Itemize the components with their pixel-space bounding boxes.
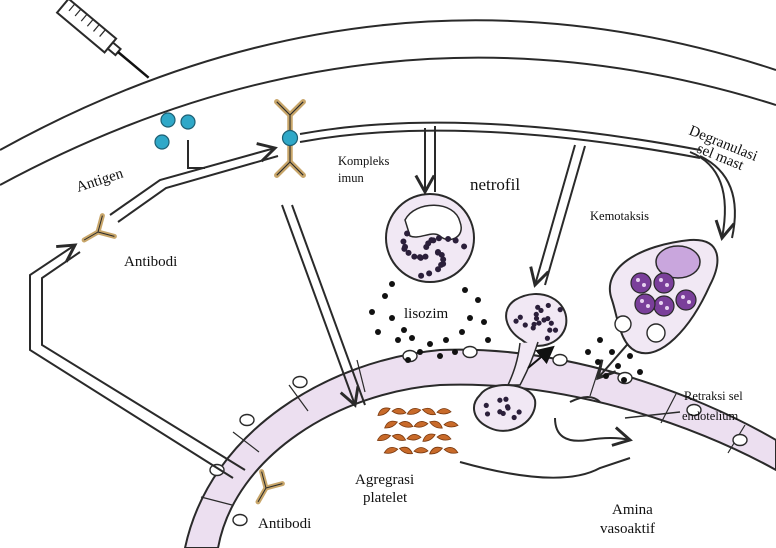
platelet-icon xyxy=(437,408,451,414)
immune-complex-antigen-icon xyxy=(283,131,298,146)
endothelial-nucleus-icon xyxy=(240,415,254,426)
platelet-icon xyxy=(399,445,414,455)
mast-cell-icon xyxy=(610,240,718,353)
label-vasoaktif: vasoaktif xyxy=(600,521,655,537)
label-kompleks: Kompleks xyxy=(338,154,390,168)
platelet-icon xyxy=(383,446,398,455)
syringe-icon xyxy=(57,0,154,85)
label-agregasi: Agregrasi xyxy=(355,472,414,488)
label-antigen: Antigen xyxy=(74,165,125,195)
platelet-icon xyxy=(383,419,398,430)
antigen-particle-icon xyxy=(155,135,169,149)
platelet-icon xyxy=(399,420,414,428)
platelet-icon xyxy=(422,406,437,416)
platelet-icon xyxy=(376,405,391,417)
platelet-icon xyxy=(444,446,459,455)
antibody-icon xyxy=(277,144,303,175)
endothelial-nucleus-icon xyxy=(293,377,307,388)
label-retraksi: Retraksi sel xyxy=(684,389,743,403)
antigen-particle-icon xyxy=(181,115,195,129)
platelet-icon xyxy=(428,445,443,456)
endothelial-nucleus-icon xyxy=(553,355,567,366)
platelet-icon xyxy=(413,420,428,428)
label-netrofil: netrofil xyxy=(470,175,520,194)
platelet-icon xyxy=(444,421,458,427)
platelet-icon xyxy=(376,432,391,442)
label-imun: imun xyxy=(338,171,364,185)
neutrophil-cell-icon xyxy=(386,194,474,282)
label-lisozim: lisozim xyxy=(404,306,448,322)
platelet-icon xyxy=(392,408,407,415)
label-endotelium: endotelium xyxy=(682,409,739,423)
platelet-icon xyxy=(392,433,407,442)
label-kemotaksis: Kemotaksis xyxy=(590,209,649,223)
platelet-icon xyxy=(437,434,452,441)
antibody-icon xyxy=(277,102,303,133)
platelet-aggregate xyxy=(376,405,458,455)
label-amina: Amina xyxy=(612,502,653,518)
label-platelet: platelet xyxy=(363,490,408,506)
platelet-icon xyxy=(429,419,444,430)
platelet-icon xyxy=(406,407,421,416)
antigen-particle-icon xyxy=(161,113,175,127)
label-antibodi-top: Antibodi xyxy=(124,254,177,270)
antibody-icon xyxy=(248,472,283,508)
endothelial-nucleus-icon xyxy=(233,515,247,526)
antibody-icon xyxy=(78,216,114,251)
platelet-icon xyxy=(414,447,428,453)
label-antibodi-bottom: Antibodi xyxy=(258,516,311,532)
platelet-icon xyxy=(421,432,436,444)
platelet-icon xyxy=(407,434,421,441)
endothelial-nucleus-icon xyxy=(733,435,747,446)
endothelial-nucleus-icon xyxy=(463,347,477,358)
